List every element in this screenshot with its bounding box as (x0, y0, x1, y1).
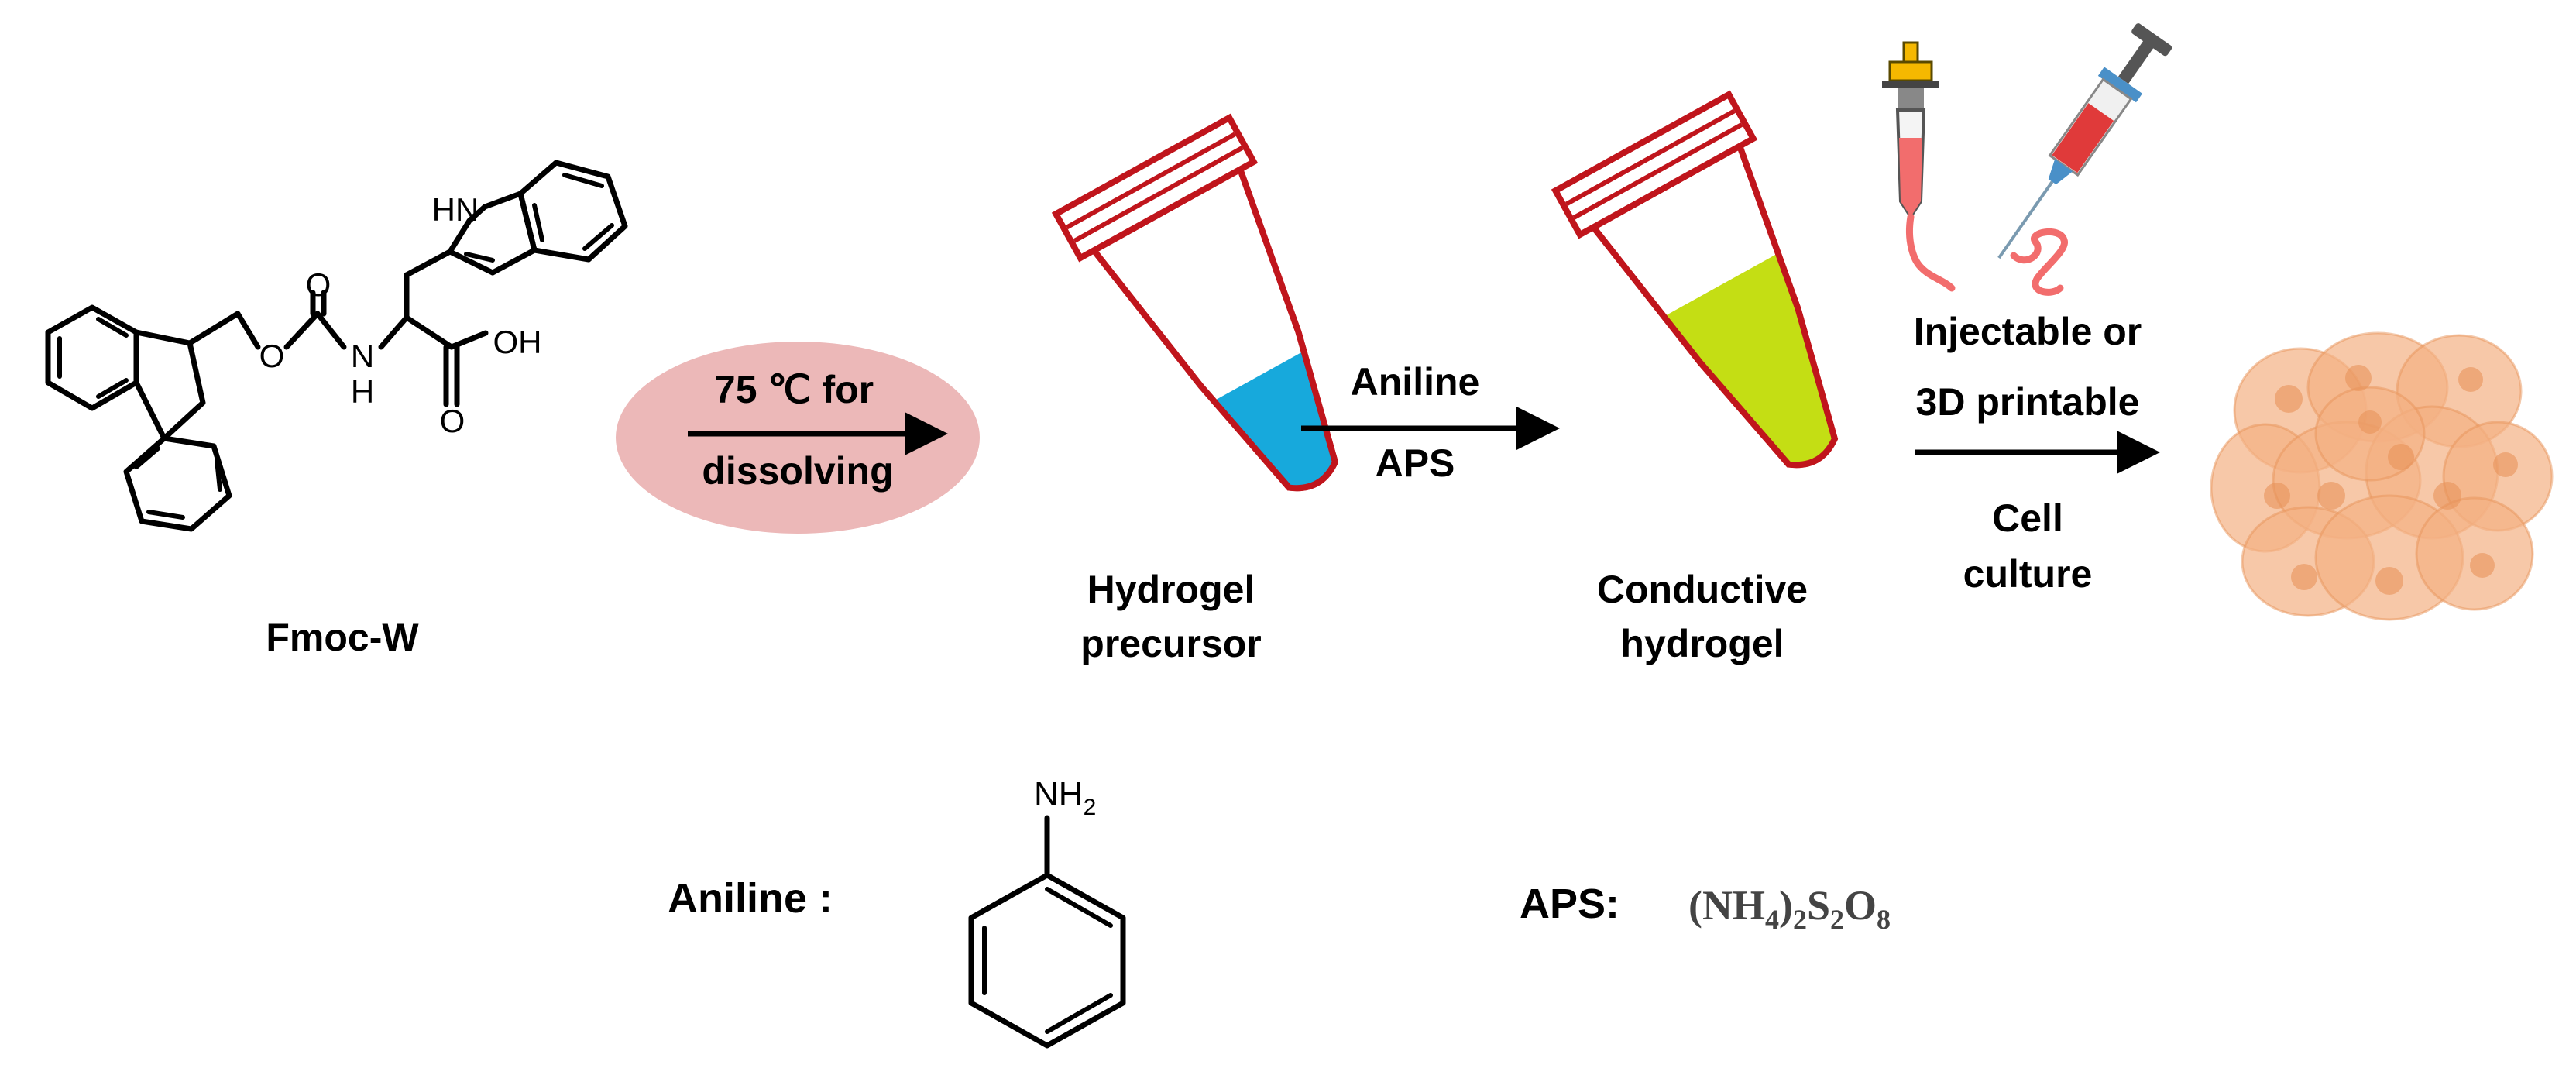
step2-aps-text: APS (1376, 441, 1455, 485)
step3-text-line1: Injectable or (1914, 310, 2142, 353)
step1-text-line2: dissolving (702, 449, 893, 493)
conductive-liquid (1664, 253, 1835, 465)
precursor-label-line1: Hydrogel (1087, 568, 1255, 611)
aps-legend-label: APS: (1520, 881, 1619, 927)
acid-o-atom: O (440, 403, 465, 439)
step3-text-line4: culture (1963, 552, 2093, 596)
aniline-structure: NH2 (968, 775, 1126, 1049)
step1-text-line1: 75 ℃ for (714, 368, 874, 411)
printer-nozzle-icon (1882, 41, 1956, 292)
amide-h-atom: H (351, 373, 374, 410)
aps-formula: (NH4)2S2O8 (1688, 882, 1891, 935)
conductive-tube (1551, 90, 1839, 469)
aniline-nh-atom: NH2 (1034, 775, 1096, 820)
precursor-liquid (1214, 350, 1335, 489)
precursor-label-line2: precursor (1080, 622, 1261, 665)
carbonyl-o-atom: O (306, 266, 331, 303)
step3-text-line2: 3D printable (1916, 380, 2140, 424)
conductive-label-line1: Conductive (1597, 568, 1808, 611)
fmoc-w-structure: HN O O N H OH O (45, 160, 628, 532)
indole-nh-atom: HN (432, 191, 479, 228)
amide-n-atom: N (351, 338, 374, 374)
ester-o-atom: O (259, 338, 285, 374)
cell-nuclei (2264, 365, 2518, 595)
precursor-tube (1051, 113, 1339, 492)
conductive-label-line2: hydrogel (1620, 622, 1784, 665)
heating-oval (616, 342, 980, 534)
acid-oh-atom: OH (493, 324, 542, 360)
syringe-icon (1997, 23, 2172, 296)
fmoc-w-label: Fmoc-W (266, 616, 419, 659)
step2-aniline-text: Aniline (1351, 360, 1480, 404)
aniline-legend-label: Aniline : (668, 875, 833, 922)
step3-text-line3: Cell (1992, 496, 2063, 540)
